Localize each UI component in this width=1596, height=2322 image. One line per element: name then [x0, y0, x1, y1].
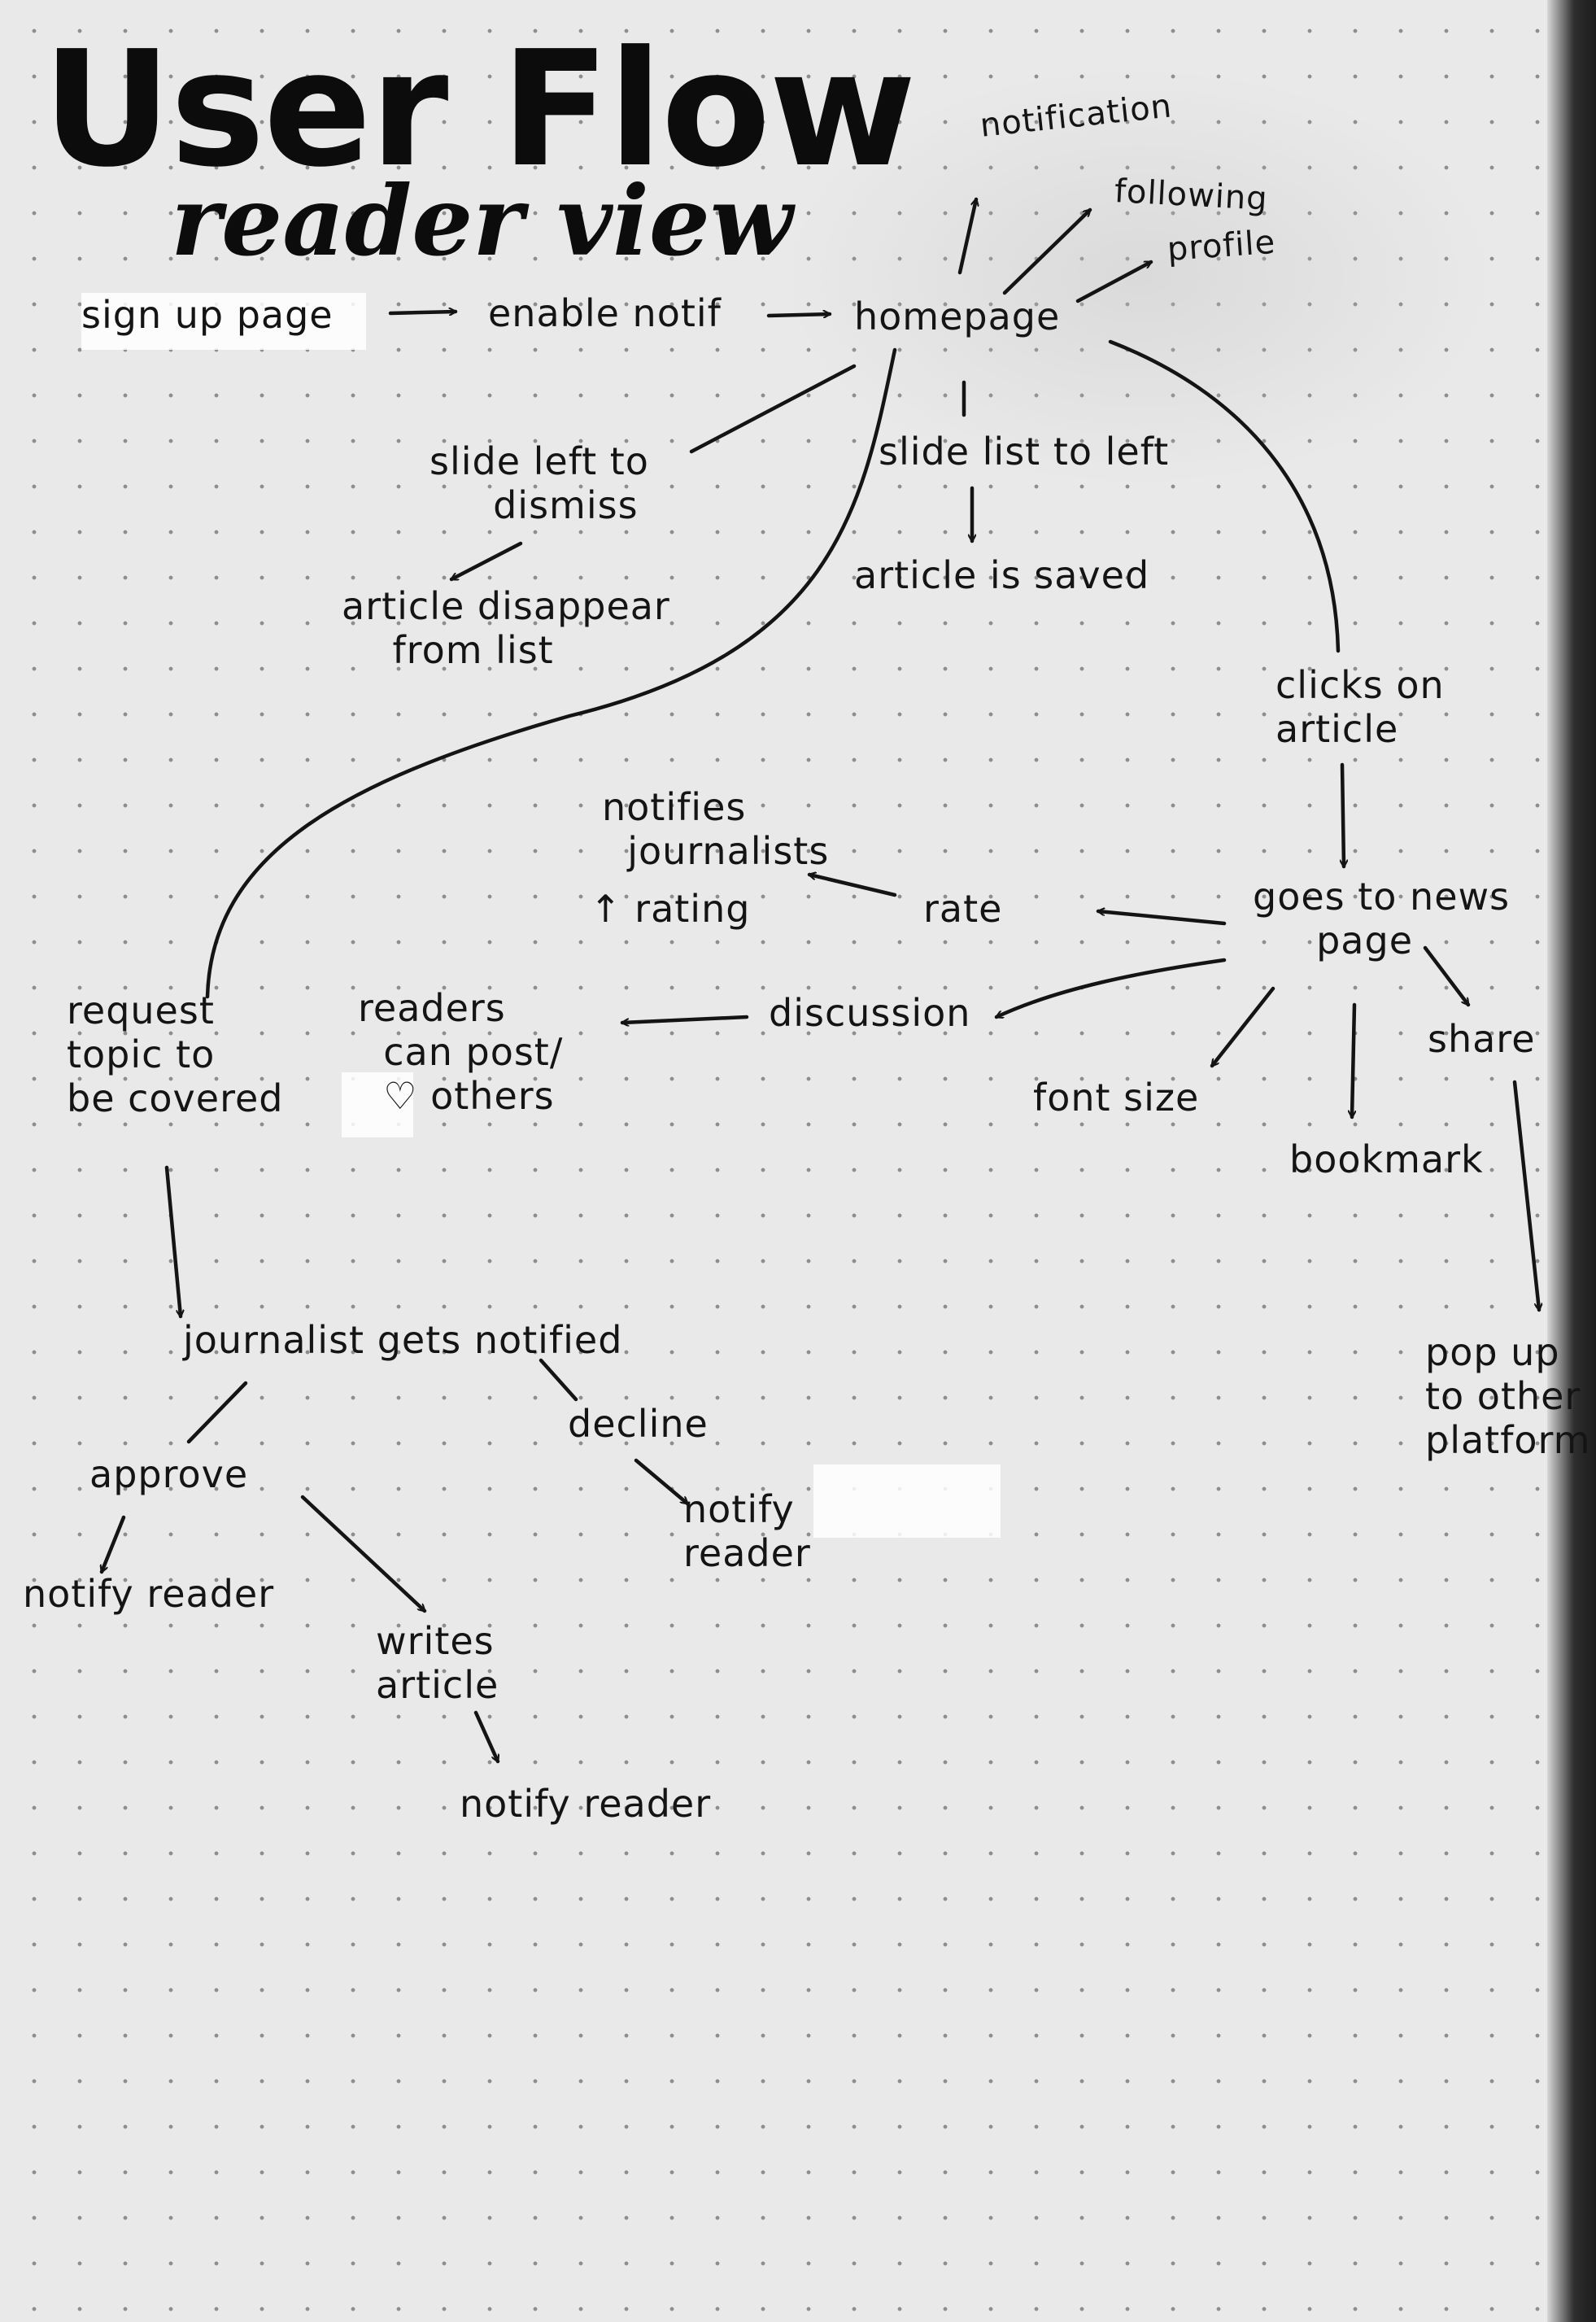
arrow-news-share [1423, 945, 1471, 1007]
node-notify-reader-final: notify reader [460, 1782, 712, 1826]
node-following: following [1113, 172, 1269, 218]
node-font-size: font size [1033, 1076, 1200, 1120]
node-pop-up: pop up to other platform [1425, 1330, 1591, 1462]
node-notify-reader-decline: notify reader [683, 1487, 811, 1575]
node-share: share [1428, 1017, 1536, 1061]
arrow-news-bookmark [1352, 1002, 1357, 1120]
arrow-news-discussion [994, 958, 1227, 1019]
node-goes-to-news-page: goes to news page [1253, 875, 1511, 962]
arrow-writes-notify [473, 1710, 500, 1764]
node-bookmark: bookmark [1289, 1137, 1484, 1181]
node-article-saved: article is saved [854, 553, 1150, 597]
node-decline: decline [568, 1402, 709, 1446]
arrow-journalist-approve [186, 1381, 248, 1444]
page-edge-shadow [1547, 0, 1596, 2322]
correction-tape [81, 293, 366, 350]
arrow-dismiss-disappear [449, 541, 523, 582]
arrow-journalist-decline [539, 1358, 578, 1402]
node-clicks-on-article: clicks on article [1275, 663, 1445, 751]
node-rate: rate [923, 887, 1003, 931]
node-writes-article: writes article [376, 1619, 499, 1707]
arrow-homepage-notification [957, 197, 976, 275]
node-rating-up: ↑ rating [590, 887, 751, 931]
node-slide-list-left: slide list to left [879, 430, 1170, 474]
arrow-homepage-dismiss [689, 364, 857, 454]
arrow-discussion-readers [620, 1015, 749, 1023]
arrow-enable-homepage [766, 314, 832, 316]
arrow-homepage-following [1002, 207, 1092, 295]
arrow-request-journalist [164, 1165, 181, 1319]
node-approve: approve [89, 1452, 249, 1496]
node-journalist-notified: journalist gets notified [183, 1318, 623, 1362]
arrow-homepage-clicks [1108, 339, 1341, 653]
arrow-decline-notify [634, 1458, 690, 1506]
node-request-topic: request topic to be covered [67, 989, 284, 1120]
page-subtitle: reader view [171, 164, 793, 277]
arrow-approve-writes [300, 1495, 427, 1613]
node-profile: profile [1166, 223, 1277, 268]
node-notifies-journalists: notifies journalists [602, 785, 830, 873]
node-sign-up-page: sign up page [81, 293, 334, 337]
node-discussion: discussion [769, 991, 971, 1035]
node-readers-can-post: readers can post/ ♡ others [358, 986, 564, 1118]
arrow-homepage-profile [1075, 260, 1153, 303]
arrow-news-rate [1096, 911, 1227, 926]
page-title: User Flow [42, 17, 916, 203]
node-enable-notif: enable notif [488, 291, 722, 335]
node-homepage: homepage [854, 295, 1061, 338]
bleed-through-shadow [781, 65, 1497, 488]
arrow-homepage-request [205, 347, 897, 999]
arrow-news-font [1210, 986, 1275, 1068]
correction-tape [342, 1072, 413, 1137]
node-slide-left-dismiss: slide left to dismiss [430, 439, 649, 527]
node-notify-reader-approve: notify reader [23, 1572, 275, 1616]
arrow-share-popup [1512, 1080, 1539, 1312]
arrow-signup-enable [388, 312, 458, 313]
arrow-clicks-news [1342, 762, 1344, 869]
arrow-approve-notify [102, 1515, 126, 1574]
arrow-rate-notifies [807, 875, 897, 897]
correction-tape [813, 1464, 1001, 1538]
node-article-disappear: article disappear from list [342, 584, 670, 672]
